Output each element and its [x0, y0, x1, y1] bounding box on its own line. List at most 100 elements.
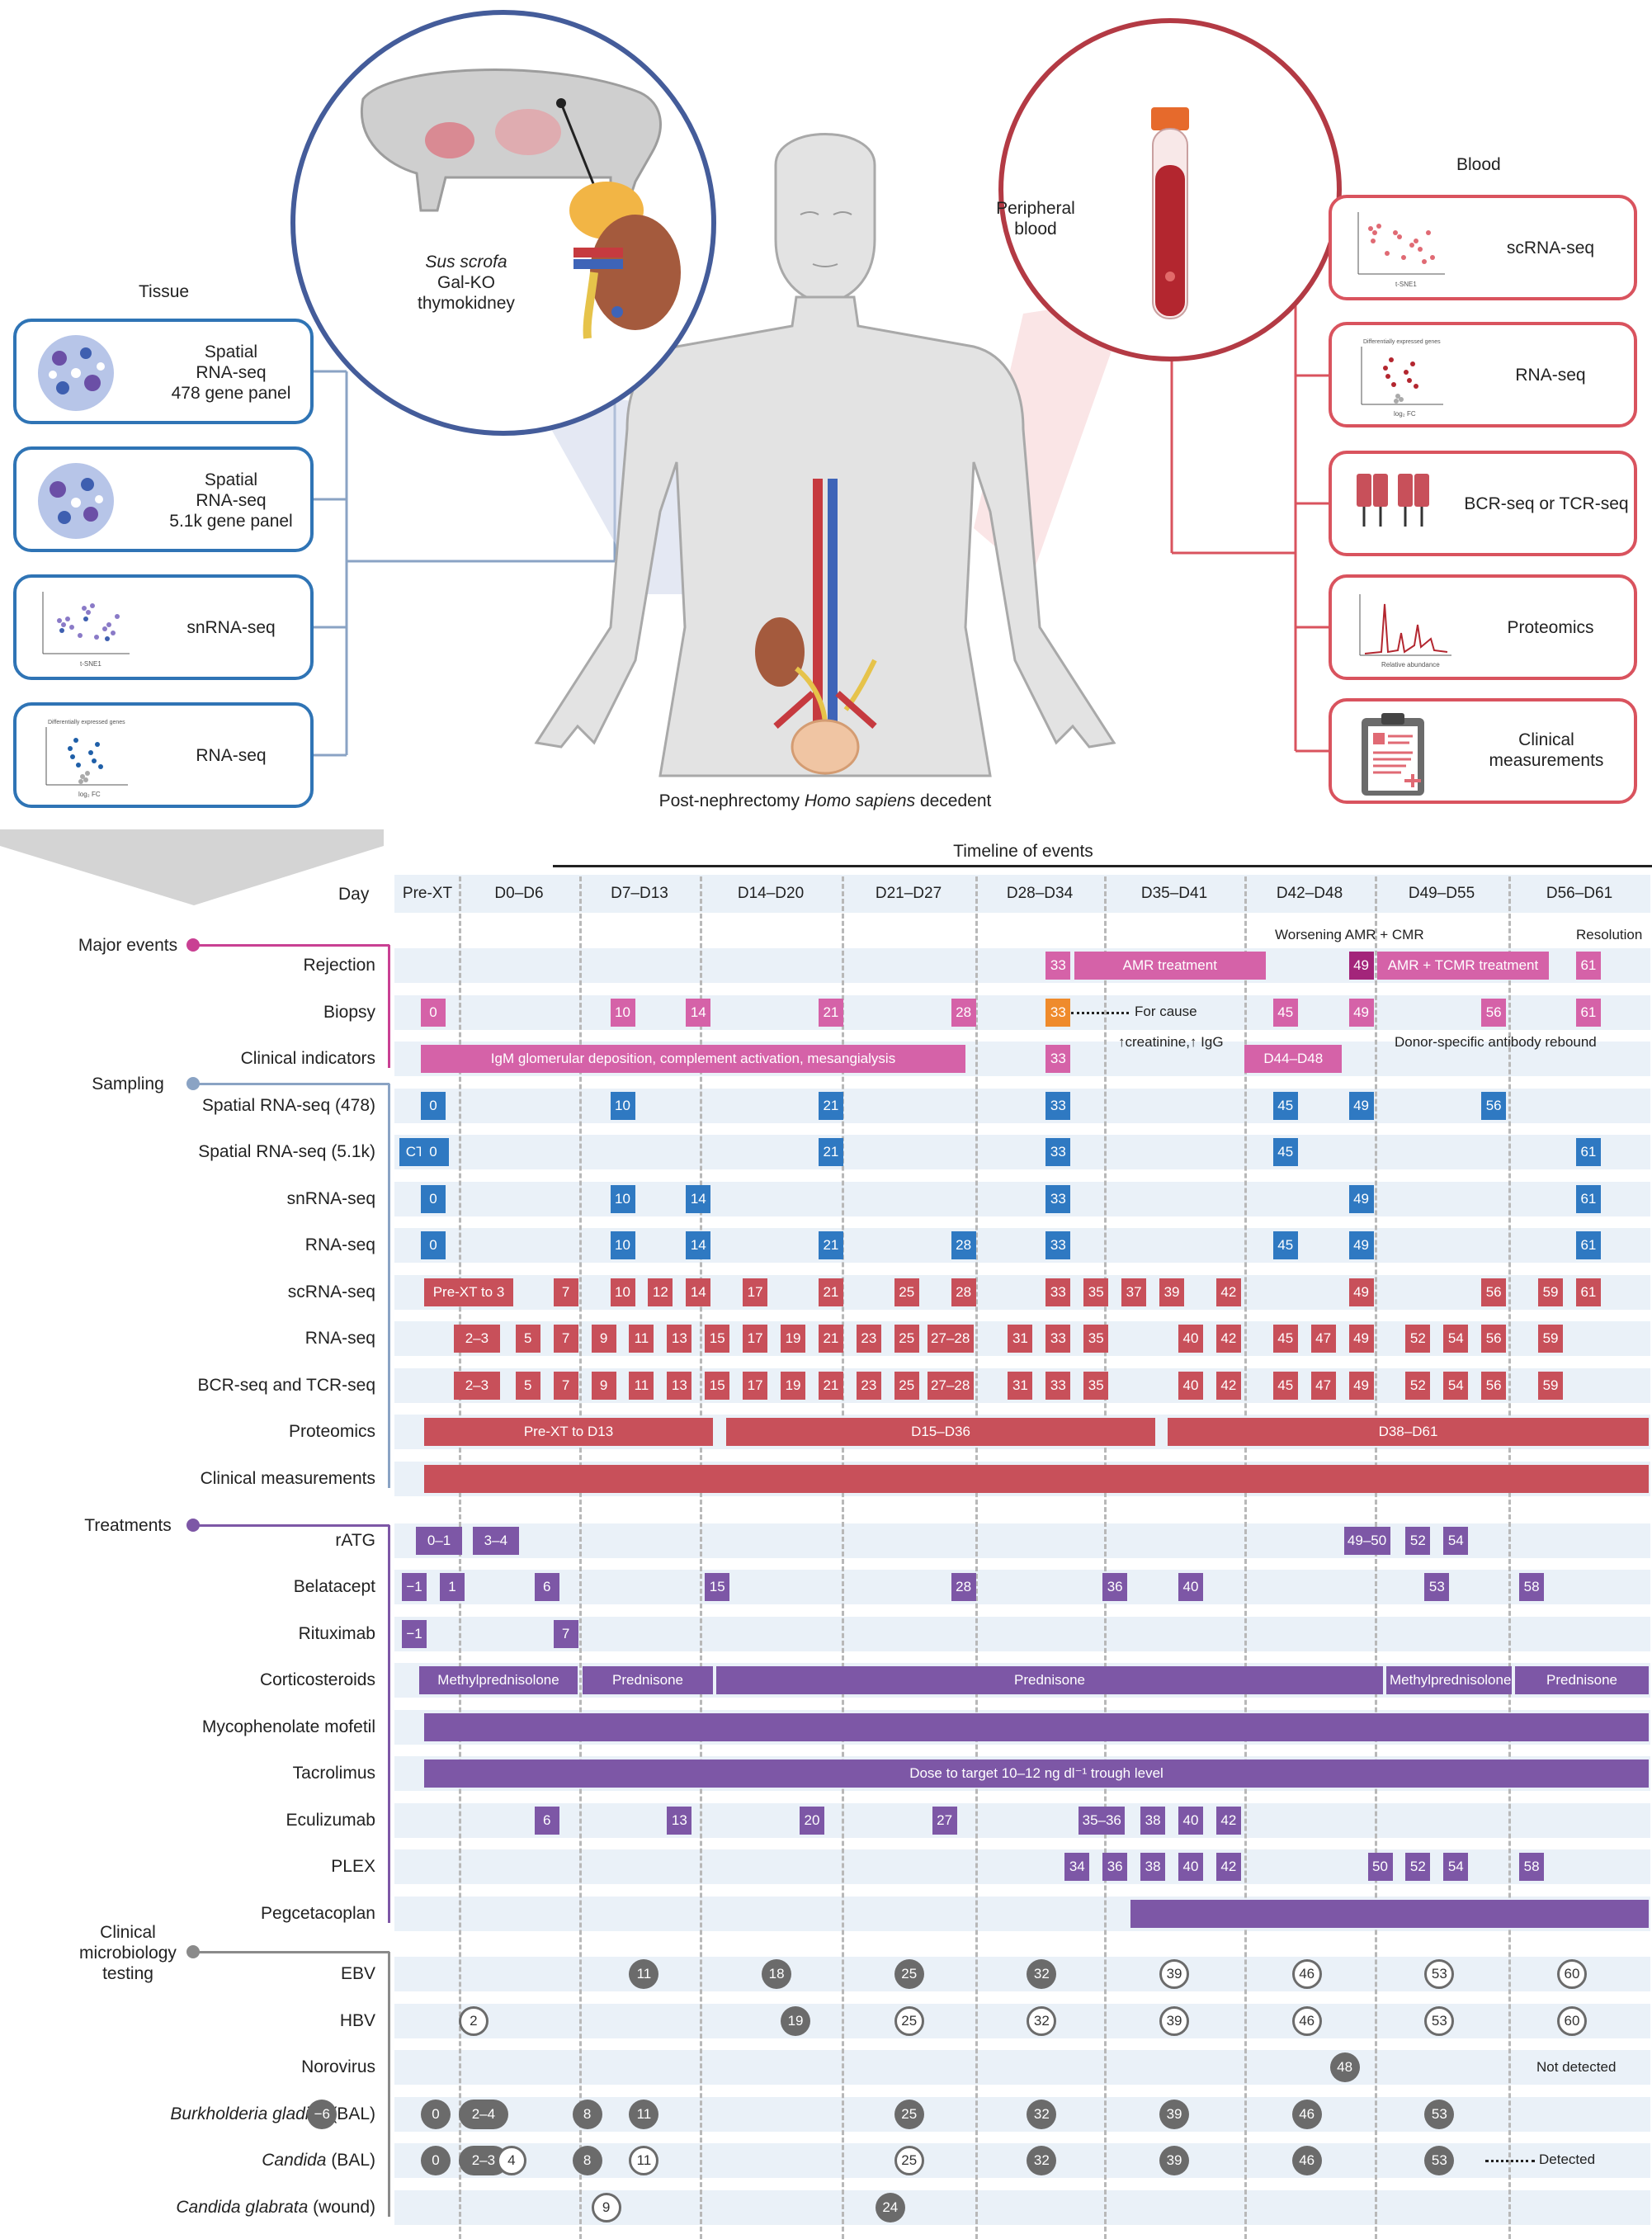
group-bracket [388, 1084, 390, 1488]
biopsy-badge: 56 [1481, 999, 1507, 1027]
rnaseq-volcano-title: Differentially expressed genes [48, 720, 125, 725]
for-cause-leader [1071, 1012, 1129, 1014]
snrna-badge: 61 [1575, 1185, 1601, 1213]
biopsy-badge: 0 [421, 999, 446, 1027]
rnaseq_b-badge: 9 [591, 1325, 616, 1353]
peripheral-blood-label: Peripheral blood [996, 199, 1075, 239]
scrna-badge: 49 [1348, 1278, 1374, 1306]
belatacept-badge: 36 [1102, 1573, 1128, 1601]
bcr-badge: 9 [591, 1372, 616, 1400]
scrna-badge: 37 [1121, 1278, 1147, 1306]
sp51k-badge: 45 [1272, 1138, 1298, 1166]
detected-note: Detected [1539, 2152, 1596, 2167]
tissue-title: Tissue [139, 282, 190, 301]
column-header: D14–D20 [737, 885, 805, 902]
sp478-badge: 56 [1481, 1092, 1507, 1120]
row-label: Rejection [303, 956, 375, 975]
row-band [394, 2190, 1650, 2225]
bcr-badge: 52 [1405, 1372, 1431, 1400]
rnaseq_b-badge: 25 [894, 1325, 919, 1353]
rnaseq_t-badge: 0 [421, 1231, 446, 1259]
group-dot [186, 1945, 200, 1958]
column-header: D35–D41 [1140, 885, 1208, 902]
row-band [394, 1228, 1650, 1263]
bcr-badge: 23 [856, 1372, 881, 1400]
row-label: Clinical measurements [200, 1469, 375, 1488]
bcr-tcr-label: BCR-seq or TCR-seq [1464, 494, 1629, 513]
week-separator [1508, 876, 1511, 2239]
bcr-badge: 33 [1045, 1372, 1071, 1400]
clinical-measurements-bar [424, 1465, 1649, 1493]
ebv-result: 60 [1557, 1959, 1587, 1989]
scrna-badge: 17 [743, 1278, 768, 1306]
blood-title: Blood [1456, 155, 1501, 174]
row-label: Spatial RNA-seq (478) [201, 1096, 375, 1115]
row-band [394, 1570, 1650, 1604]
rnaseq_b-badge: 49 [1348, 1325, 1374, 1353]
bcr-badge: 59 [1538, 1372, 1564, 1400]
methylpred-bar: Methylprednisolone [419, 1666, 578, 1694]
row-label: BCR-seq and TCR-seq [197, 1376, 375, 1395]
rnaseq_b-badge: 56 [1481, 1325, 1507, 1353]
burk-result: 2–4 [458, 2100, 508, 2129]
row-label: Pegcetacoplan [261, 1904, 375, 1923]
row-label: rATG [335, 1531, 375, 1550]
burk-result: 53 [1424, 2100, 1455, 2129]
prext-to-3-bar: Pre-XT to 3 [424, 1278, 513, 1306]
rituximab-badge: −1 [402, 1620, 427, 1648]
row-band [394, 1523, 1650, 1558]
proteomics-label: Proteomics [1507, 618, 1594, 637]
candida-result: 0 [421, 2146, 451, 2175]
row-band [394, 1089, 1650, 1123]
row-label: Tacrolimus [292, 1764, 375, 1783]
rnaseq_b-badge: 15 [705, 1325, 730, 1353]
column-header: Pre-XT [402, 885, 453, 902]
decedent-suffix: decedent [915, 791, 992, 810]
column-header: D42–D48 [1276, 885, 1343, 902]
rituximab-badge: 7 [553, 1620, 578, 1648]
noro-result: 48 [1329, 2052, 1360, 2082]
ebv-result: 39 [1159, 1959, 1190, 1989]
burk-result: −6 [307, 2100, 337, 2129]
bcr-badge: 49 [1348, 1372, 1374, 1400]
burk-result: 32 [1027, 2100, 1057, 2129]
rnaseq_b-badge: 11 [629, 1325, 654, 1353]
snrna-label: snRNA-seq [186, 618, 276, 637]
week-separator [1244, 876, 1247, 2239]
bcr-badge: 17 [743, 1372, 768, 1400]
sp478-badge: 33 [1045, 1092, 1071, 1120]
week-separator [975, 876, 978, 2239]
dsa-note: Donor-specific antibody rebound [1395, 1034, 1597, 1050]
group-bracket [198, 1951, 389, 1953]
proteomics-spectrum-thumbnail-icon: Relative abundance [1359, 594, 1451, 668]
scrna-badge: 28 [951, 1278, 976, 1306]
candida-result: 46 [1291, 2146, 1322, 2175]
group-bracket [388, 945, 390, 1068]
candida-result: 11 [629, 2146, 659, 2175]
biopsy-badge: 61 [1575, 999, 1601, 1027]
timeline-title: Timeline of events [953, 842, 1093, 861]
burk-result: 11 [629, 2100, 659, 2129]
column-header: D0–D6 [494, 885, 544, 902]
row-label: RNA-seq [304, 1329, 375, 1348]
scrna-badge: 42 [1215, 1278, 1241, 1306]
plex-badge: 52 [1405, 1853, 1431, 1881]
scrna-badge: 25 [894, 1278, 919, 1306]
rnaseq-axis-log2fc: log₂ FC [78, 791, 101, 798]
row-band [394, 1803, 1650, 1838]
week-separator [1375, 876, 1377, 2239]
receptor-icon [1357, 474, 1429, 527]
rnaseq_b-badge: 40 [1178, 1325, 1203, 1353]
blood-box-clinical: Clinical measurements [1329, 698, 1637, 804]
bcr-badge: 2–3 [453, 1372, 500, 1400]
methylpred-bar-2: Methylprednisolone [1386, 1666, 1512, 1694]
row-label: RNA-seq [304, 1235, 375, 1254]
glabrata-result: 9 [591, 2193, 621, 2222]
proteomics-bar-1: Pre-XT to D13 [424, 1418, 713, 1446]
group-label: Clinical microbiology testing [79, 1923, 177, 1983]
week-separator [842, 876, 844, 2239]
rnaseq_b-badge: 52 [1405, 1325, 1431, 1353]
eculizumab-badge: 35–36 [1079, 1807, 1126, 1835]
plex-badge: 54 [1443, 1853, 1469, 1881]
hbv-result: 25 [894, 2006, 924, 2036]
